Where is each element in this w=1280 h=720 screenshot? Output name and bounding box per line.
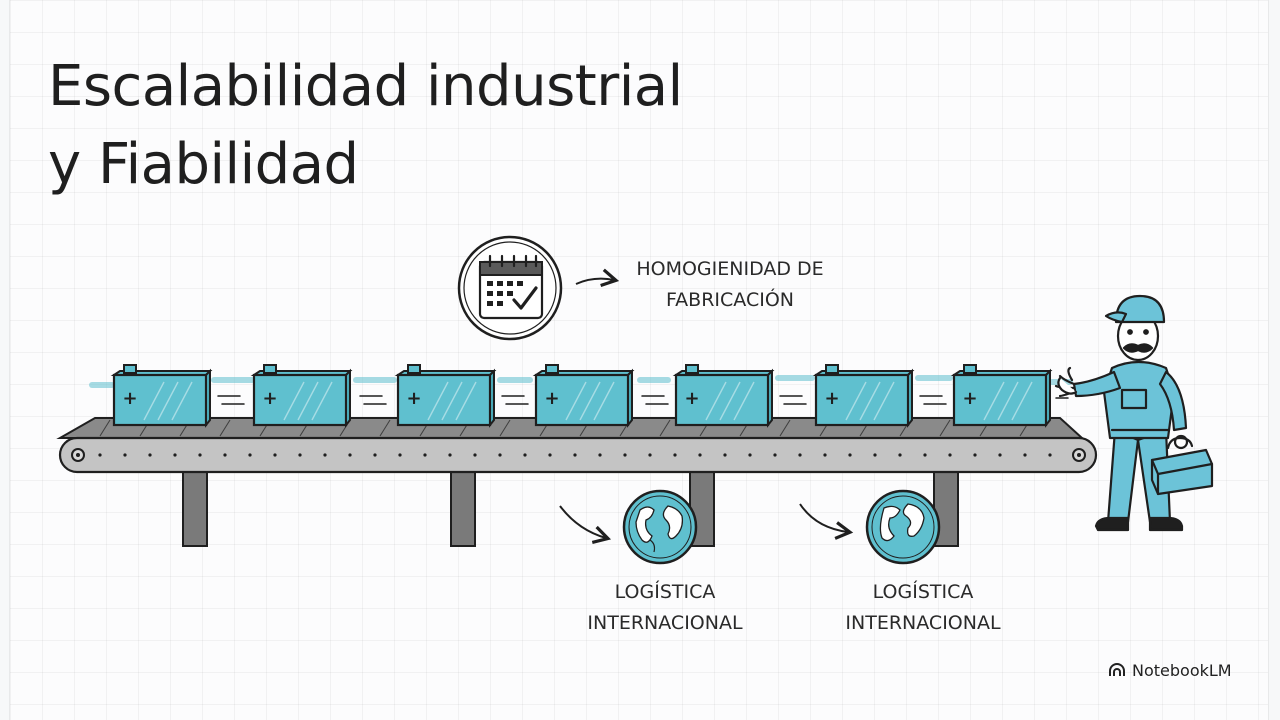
battery-plus-sign: + [122,388,137,409]
battery-row: + + + + + + + [110,364,1053,428]
battery-icon: + [250,364,353,428]
logistics-right-line-2: INTERNACIONAL [845,612,1001,634]
battery-icon: + [812,364,915,428]
battery-plus-sign: + [684,388,699,409]
logistics-right-line-1: LOGÍSTICA [872,581,974,603]
homogeneity-line-1: HOMOGIENIDAD DE [636,258,824,280]
logistics-left-line-1: LOGÍSTICA [614,581,716,603]
globe-icon [622,489,698,565]
conveyor-legs [182,471,959,547]
calendar-check-icon [457,235,563,341]
battery-plus-sign: + [962,388,977,409]
battery-icon: + [394,364,497,428]
battery-icon: + [950,364,1053,428]
battery-icon: + [110,364,213,428]
worker-figure [1054,294,1214,532]
arrow-to-logistics-right [799,503,854,540]
battery-plus-sign: + [544,388,559,409]
battery-plus-sign: + [262,388,277,409]
logistics-label-right: LOGÍSTICA INTERNACIONAL [818,577,1028,639]
notebooklm-logo-icon [1109,663,1125,676]
arrow-to-logistics-left [559,505,612,544]
motion-streaks [89,375,1073,388]
notebooklm-brand: NotebookLM [1108,658,1232,682]
battery-icon: + [532,364,635,428]
slide-title: Escalabilidad industrial y Fiabilidad [48,48,683,204]
title-line-2: y Fiabilidad [48,132,359,197]
battery-plus-sign: + [406,388,421,409]
slide [10,0,1268,720]
globe-icon [865,489,941,565]
logistics-left-line-2: INTERNACIONAL [587,612,743,634]
battery-plus-sign: + [824,388,839,409]
title-line-1: Escalabilidad industrial [48,54,683,119]
logistics-label-left: LOGÍSTICA INTERNACIONAL [560,577,770,639]
battery-icon: + [672,364,775,428]
homogeneity-line-2: FABRICACIÓN [666,289,794,311]
homogeneity-label: HOMOGIENIDAD DE FABRICACIÓN [618,254,842,316]
arrow-to-homogeneity [575,268,620,288]
conveyor-belt [56,417,1098,474]
brand-label: NotebookLM [1132,660,1232,680]
